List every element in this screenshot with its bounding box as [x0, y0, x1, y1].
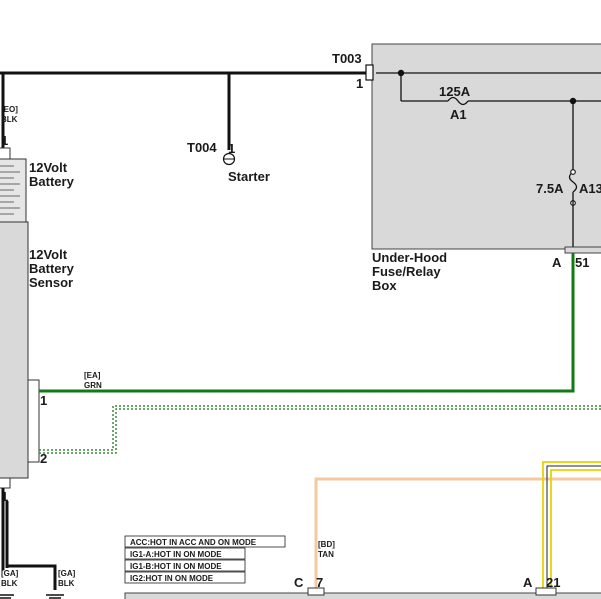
wire-ga2-color: BLK [58, 579, 75, 588]
sensor-bottom-pin: 1 [1, 489, 8, 504]
fuse-box-pin-number: 51 [575, 255, 589, 270]
wire-yellow-2 [550, 469, 601, 590]
fuse-box-label-line2: Fuse/Relay [372, 264, 441, 279]
lower-connector-a-letter: A [523, 575, 533, 590]
legend-ig2: IG2:HOT IN ON MODE [130, 574, 214, 583]
lower-connector-c-pin: 7 [316, 575, 323, 590]
fuse-box-connector-tab [564, 246, 601, 254]
lower-connector-a-pin: 21 [546, 575, 560, 590]
fuse-box-label-line1: Under-Hood [372, 250, 447, 265]
lower-connector-c-letter: C [294, 575, 304, 590]
fuse-a1-symbol [447, 96, 469, 106]
wire-yellow-1 [542, 461, 601, 590]
starter-label: Starter [228, 169, 270, 184]
battery-label-line1: 12Volt [29, 160, 68, 175]
connector-t004-label: T004 [187, 140, 217, 155]
battery-sensor-body [0, 221, 29, 479]
fuse-a13-rating: 7.5A [536, 181, 564, 196]
fuse-relay-box [371, 43, 601, 250]
battery-cell-lines [0, 165, 20, 215]
fuse-a13-id: A13 [579, 181, 601, 196]
wire-shield-dotted-inner [39, 408, 601, 454]
wire-shield-dotted-outer [39, 405, 601, 451]
battery-terminal [0, 147, 11, 160]
connector-t003 [365, 64, 374, 81]
wire-eo-color: BLK [1, 115, 18, 124]
wire-ea-color: GRN [84, 381, 102, 390]
legend-acc: ACC:HOT IN ACC AND ON MODE [130, 538, 257, 547]
fuse-box-label-line3: Box [372, 278, 397, 293]
fuse-a1-id: A1 [450, 107, 467, 122]
fuse-a1-rating: 125A [439, 84, 471, 99]
lower-connector-c [307, 587, 325, 596]
lower-connector-a [535, 587, 557, 596]
wire-bd-code: [BD] [318, 540, 335, 549]
sensor-label-line2: Battery [29, 261, 75, 276]
sensor-pin-2: 2 [40, 451, 47, 466]
wire-bd-color: TAN [318, 550, 334, 559]
wire-ea-green [39, 253, 575, 393]
connector-t003-label: T003 [332, 51, 362, 66]
battery-label-line2: Battery [29, 174, 75, 189]
connector-t003-pin: 1 [356, 76, 363, 91]
connector-t004-pin: 1 [228, 141, 235, 156]
legend-ig1b: IG1-B:HOT IN ON MODE [130, 562, 222, 571]
fuse-terminal [570, 169, 576, 175]
legend-row-box [124, 571, 246, 584]
battery-sensor-connector [27, 379, 40, 463]
wire-ea-code: [EA] [84, 371, 101, 380]
legend-row-box [124, 535, 286, 548]
wire-bd-tan [314, 477, 601, 590]
sensor-label-line3: Sensor [29, 275, 73, 290]
battery-pin-1: 1 [1, 133, 8, 148]
wire-ga1-code: [GA] [1, 569, 19, 578]
fuse-a13-symbol [568, 171, 578, 193]
battery-sensor-bottom-terminal [0, 477, 11, 489]
lower-module-body [124, 592, 601, 599]
legend-row-box [124, 559, 246, 572]
legend-row-box [124, 547, 246, 560]
wire-ga1-color: BLK [1, 579, 18, 588]
legend-ig1a: IG1-A:HOT IN ON MODE [130, 550, 222, 559]
wire-yellow-1-edge [546, 465, 601, 590]
fuse-box-connector-letter: A [552, 255, 562, 270]
power-mode-legend: ACC:HOT IN ACC AND ON MODE IG1-A:HOT IN … [124, 535, 286, 584]
wire-ga2-code: [GA] [58, 569, 76, 578]
sensor-label-line1: 12Volt [29, 247, 68, 262]
sensor-pin-1: 1 [40, 393, 47, 408]
junction-dot [397, 69, 405, 77]
wire-eo-code: [EO] [1, 105, 18, 114]
ground-wire-2 [7, 564, 57, 590]
